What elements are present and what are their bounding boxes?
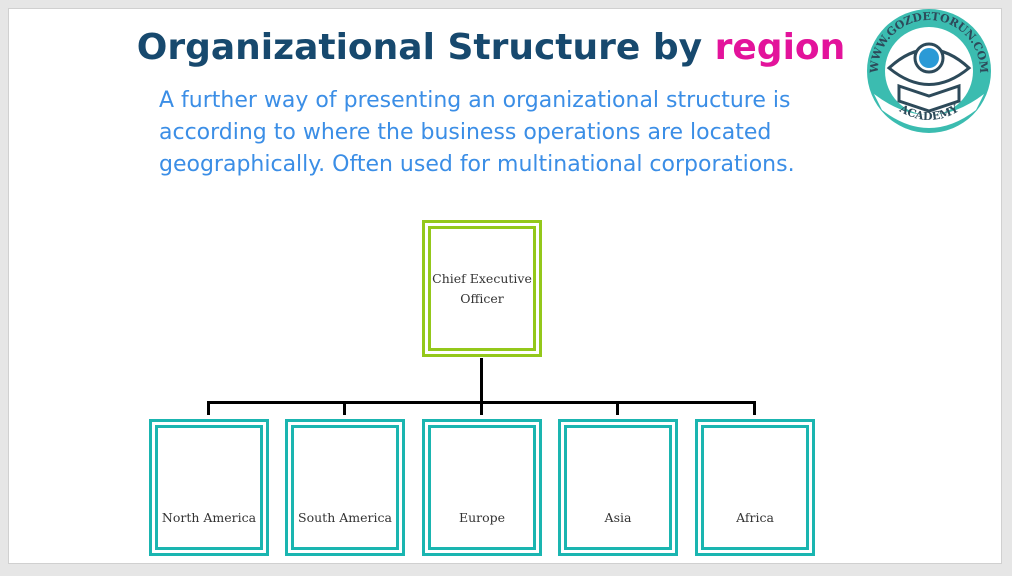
connector-drop [753,401,756,415]
ceo-label: Chief Executive Officer [432,270,532,306]
slide-description: A further way of presenting an organizat… [159,88,795,177]
connector-drop [616,401,619,415]
connector-trunk [480,358,483,415]
connector-bar [207,401,756,404]
ceo-box: Chief Executive Officer [422,220,542,357]
region-label: Africa [736,510,774,525]
region-box-africa: Africa [695,419,815,556]
slide: Organizational Structure by region A fur… [8,8,1002,564]
region-box-asia: Asia [558,419,678,556]
region-label: Europe [458,510,506,525]
region-label: North America [161,510,257,525]
region-box-north-america: North America [149,419,269,556]
slide-title: Organizational Structure by region [9,27,973,68]
title-text: Organizational Structure by [136,27,715,68]
region-box-europe: Europe [422,419,542,556]
region-box-south-america: South America [285,419,405,556]
region-label: Asia [604,510,632,525]
connector-drop [207,401,210,415]
connector-drop [343,401,346,415]
title-highlight: region [714,27,846,68]
gozdetorun-academy-logo: WWW.GOZDETORUN.COM ACADEMY [867,9,991,133]
region-label: South America [298,510,392,525]
svg-text:ACADEMY: ACADEMY [897,102,961,124]
